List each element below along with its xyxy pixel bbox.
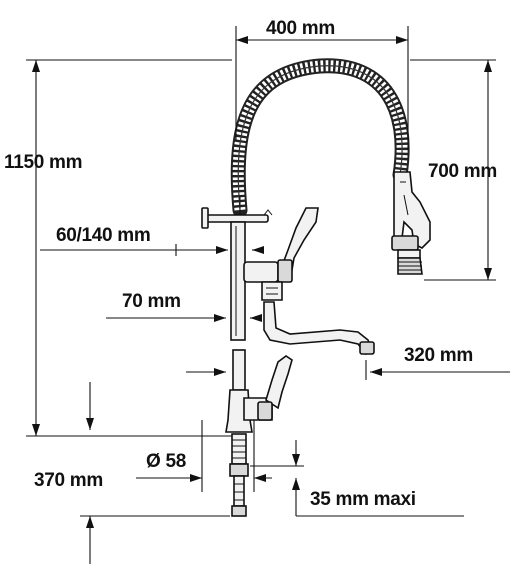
spout-valve <box>243 207 319 301</box>
column-upper <box>230 221 246 341</box>
dimension-support-diameter: 60/140 mm <box>40 225 264 256</box>
label-spout-reach: 320 mm <box>404 345 473 366</box>
support-arm <box>201 207 273 229</box>
label-total-height: 1150 mm <box>4 152 82 173</box>
dimension-spring-height: 700 mm <box>410 59 497 281</box>
mixer-valve <box>243 355 293 421</box>
label-spout-height: 70 mm <box>122 291 181 312</box>
label-base-diameter: Ø 58 <box>146 451 186 472</box>
spray-head <box>391 171 431 275</box>
dimension-total-height: 1150 mm <box>4 59 232 437</box>
label-max-thickness: 35 mm maxi <box>310 489 416 510</box>
pre-rinse-faucet <box>201 58 431 517</box>
dimension-max-thickness: 35 mm maxi <box>250 440 464 517</box>
label-top-width: 400 mm <box>266 18 335 39</box>
fixing-rod <box>229 433 249 517</box>
dimension-top-width: 400 mm <box>235 18 409 150</box>
dimension-below-counter: 370 mm <box>34 382 230 564</box>
dimension-spout-height: 70 mm <box>106 291 262 322</box>
label-support-diameter: 60/140 mm <box>56 225 150 246</box>
dimension-spout-reach: 320 mm <box>186 345 510 380</box>
dimension-base-diameter: Ø 58 <box>136 420 272 492</box>
label-spring-height: 700 mm <box>428 161 497 182</box>
label-below-counter: 370 mm <box>34 470 103 491</box>
swivel-spout <box>263 301 375 356</box>
spring-coil <box>230 58 410 218</box>
